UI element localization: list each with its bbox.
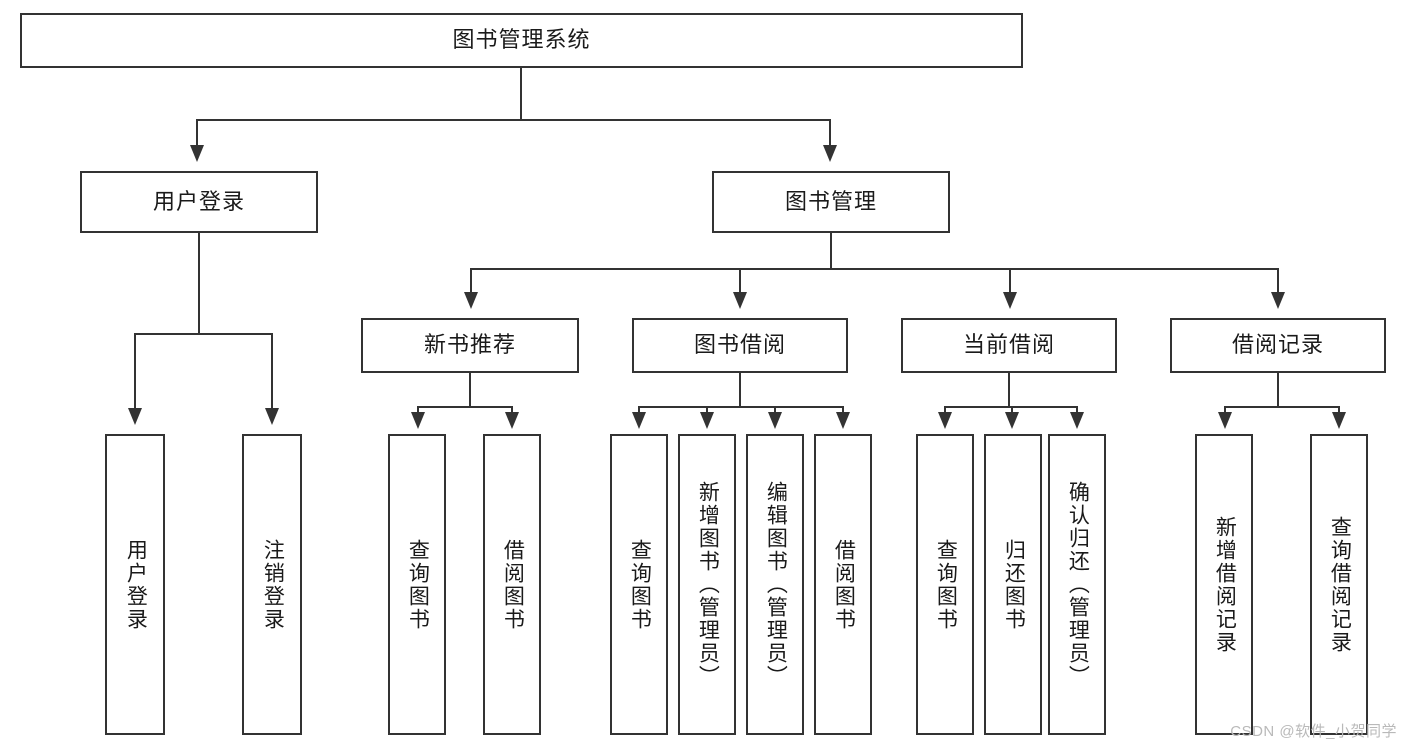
edge-book-management-stem [830, 233, 832, 269]
edge-br-to-leaf-0 [1224, 406, 1226, 414]
arrow-cb-to-leaf-0 [938, 412, 952, 429]
leaf-user-login-logout[interactable]: 注销登录 [242, 434, 302, 735]
arrow-new-book-to-leaf-1 [505, 412, 519, 429]
node-label: 确认归还（管理员） [1066, 481, 1090, 688]
node-label: 用户登录 [152, 188, 245, 214]
arrow-bm-to-book-borrow [733, 292, 747, 309]
leaf-new-book-borrow-book[interactable]: 借阅图书 [483, 434, 541, 735]
arrow-cb-to-leaf-1 [1005, 412, 1019, 429]
arrow-bm-to-new-book [464, 292, 478, 309]
edge-user-login-stem [198, 233, 200, 334]
edge-root-stem [520, 68, 522, 120]
leaf-borrow-record-query-record[interactable]: 查询借阅记录 [1310, 434, 1368, 735]
leaf-book-borrow-query-book[interactable]: 查询图书 [610, 434, 668, 735]
arrow-bb-to-leaf-2 [768, 412, 782, 429]
leaf-current-borrow-query-book[interactable]: 查询图书 [916, 434, 974, 735]
watermark: CSDN @软件_小贺同学 [1230, 723, 1397, 740]
edge-cb-to-leaf-2 [1076, 406, 1078, 414]
leaf-book-borrow-borrow-book[interactable]: 借阅图书 [814, 434, 872, 735]
arrow-root-to-book-management [823, 145, 837, 162]
arrow-bm-to-current-borrow [1003, 292, 1017, 309]
edge-new-book-bus [417, 406, 513, 408]
edge-bb-to-leaf-1 [706, 406, 708, 414]
arrow-new-book-to-leaf-0 [411, 412, 425, 429]
leaf-borrow-record-add-record[interactable]: 新增借阅记录 [1195, 434, 1253, 735]
node-label: 注销登录 [261, 538, 285, 631]
node-root-book-management-system[interactable]: 图书管理系统 [20, 13, 1023, 68]
edge-borrow-record-bus [1224, 406, 1340, 408]
node-borrow-record[interactable]: 借阅记录 [1170, 318, 1386, 373]
leaf-book-borrow-edit-book-admin[interactable]: 编辑图书（管理员） [746, 434, 804, 735]
arrow-br-to-leaf-1 [1332, 412, 1346, 429]
node-label: 图书借阅 [693, 332, 786, 358]
edge-bm-to-new-book [470, 268, 472, 294]
leaf-current-borrow-return-book[interactable]: 归还图书 [984, 434, 1042, 735]
node-label: 新增图书（管理员） [696, 481, 720, 688]
edge-bb-to-leaf-0 [638, 406, 640, 414]
node-label: 新书推荐 [423, 332, 516, 358]
leaf-book-borrow-add-book-admin[interactable]: 新增图书（管理员） [678, 434, 736, 735]
edge-cb-to-leaf-1 [1011, 406, 1013, 414]
node-label: 归还图书 [1002, 538, 1026, 631]
edge-root-to-user-login [196, 119, 198, 147]
arrow-cb-to-leaf-2 [1070, 412, 1084, 429]
node-new-book-recommend[interactable]: 新书推荐 [361, 318, 579, 373]
edge-bm-to-current-borrow [1009, 268, 1011, 294]
node-label: 编辑图书（管理员） [764, 481, 788, 688]
arrow-br-to-leaf-0 [1218, 412, 1232, 429]
node-label: 查询图书 [406, 538, 430, 631]
edge-root-to-book-management [829, 119, 831, 147]
edge-current-borrow-stem [1008, 373, 1010, 407]
edge-user-login-bus [134, 333, 273, 335]
node-label: 图书管理系统 [452, 27, 591, 53]
edge-user-login-to-leaf-0 [134, 333, 136, 410]
node-label: 查询图书 [934, 538, 958, 631]
node-label: 新增借阅记录 [1213, 515, 1237, 654]
node-label: 图书管理 [784, 188, 877, 214]
edge-br-to-leaf-1 [1338, 406, 1340, 414]
edge-book-management-bus [470, 268, 1279, 270]
node-label: 查询借阅记录 [1328, 515, 1352, 654]
arrow-bb-to-leaf-3 [836, 412, 850, 429]
edge-bb-to-leaf-2 [774, 406, 776, 414]
arrow-user-login-to-leaf-0 [128, 408, 142, 425]
edge-borrow-record-stem [1277, 373, 1279, 407]
node-label: 查询图书 [628, 538, 652, 631]
arrow-bb-to-leaf-0 [632, 412, 646, 429]
leaf-new-book-query-book[interactable]: 查询图书 [388, 434, 446, 735]
node-user-login[interactable]: 用户登录 [80, 171, 318, 233]
edge-user-login-to-leaf-1 [271, 333, 273, 410]
edge-root-bus [196, 119, 831, 121]
arrow-root-to-user-login [190, 145, 204, 162]
edge-new-book-stem [469, 373, 471, 407]
leaf-current-borrow-confirm-return-admin[interactable]: 确认归还（管理员） [1048, 434, 1106, 735]
node-book-borrow[interactable]: 图书借阅 [632, 318, 848, 373]
edge-bm-to-book-borrow [739, 268, 741, 294]
node-label: 用户登录 [124, 538, 148, 631]
edge-new-book-to-leaf-0 [417, 406, 419, 414]
leaf-user-login-login[interactable]: 用户登录 [105, 434, 165, 735]
node-label: 借阅记录 [1231, 332, 1324, 358]
arrow-bb-to-leaf-1 [700, 412, 714, 429]
node-label: 借阅图书 [832, 538, 856, 631]
edge-book-borrow-bus [638, 406, 844, 408]
node-current-borrow[interactable]: 当前借阅 [901, 318, 1117, 373]
arrow-bm-to-borrow-record [1271, 292, 1285, 309]
edge-new-book-to-leaf-1 [511, 406, 513, 414]
arrow-user-login-to-leaf-1 [265, 408, 279, 425]
edge-cb-to-leaf-0 [944, 406, 946, 414]
node-label: 当前借阅 [962, 332, 1055, 358]
node-book-management[interactable]: 图书管理 [712, 171, 950, 233]
edge-bm-to-borrow-record [1277, 268, 1279, 294]
edge-bb-to-leaf-3 [842, 406, 844, 414]
edge-book-borrow-stem [739, 373, 741, 407]
node-label: 借阅图书 [501, 538, 525, 631]
